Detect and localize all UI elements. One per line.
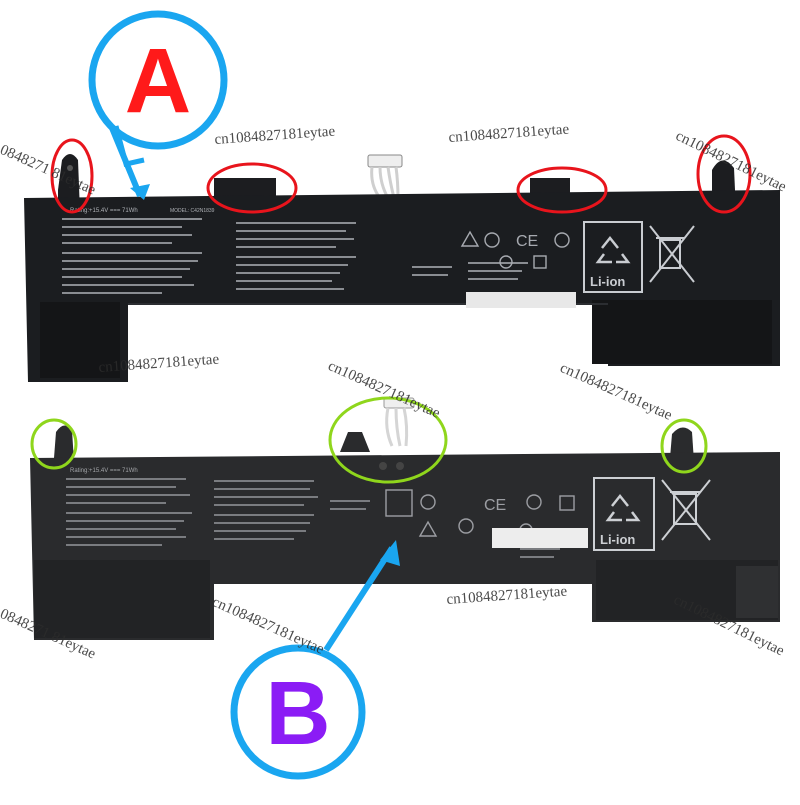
battery-a-li-ion: Li-ion bbox=[590, 274, 625, 289]
battery-b-li-ion: Li-ion bbox=[600, 532, 635, 547]
bin-crossed-icon bbox=[661, 479, 711, 541]
label-a: A bbox=[125, 30, 191, 132]
recycle-icon: Li-ion bbox=[593, 477, 655, 551]
battery-b: Rating:+15.4V === 71Wh CE Li-ion bbox=[30, 396, 780, 640]
bin-crossed-icon bbox=[649, 225, 695, 283]
highlight-red-circles bbox=[50, 134, 752, 214]
label-a-callout bbox=[88, 10, 228, 200]
battery-a-rating: Rating:+15.4V === 71Wh bbox=[70, 208, 138, 214]
recycle-icon: Li-ion bbox=[583, 221, 643, 293]
highlight-green-circles bbox=[30, 396, 708, 484]
svg-text:CE: CE bbox=[484, 497, 506, 514]
svg-text:CE: CE bbox=[516, 233, 538, 250]
battery-a: Rating:+15.4V === 71Wh MODEL: C42N1839 C… bbox=[24, 134, 780, 382]
battery-b-rating: Rating:+15.4V === 71Wh bbox=[70, 468, 138, 474]
battery-a-model: MODEL: C42N1839 bbox=[170, 208, 215, 214]
label-b: B bbox=[266, 664, 331, 764]
label-b-callout bbox=[230, 540, 400, 780]
